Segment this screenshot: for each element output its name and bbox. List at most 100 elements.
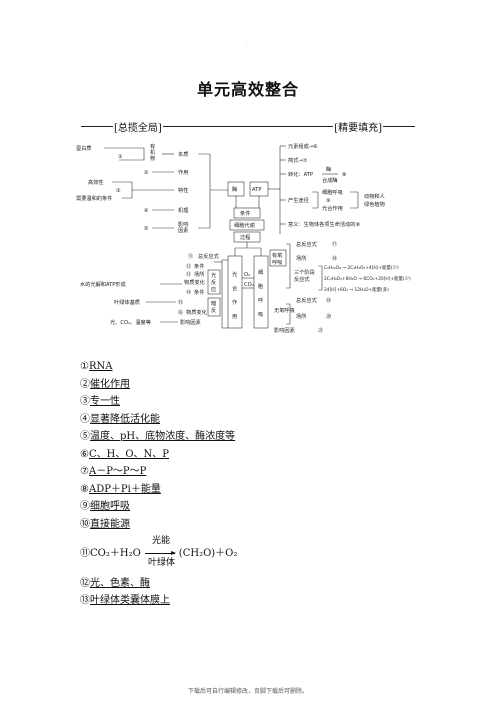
bracket-photo bbox=[221, 259, 228, 329]
label-mei2: 合成酶 bbox=[322, 176, 338, 184]
answer-item: ③专一性 bbox=[80, 393, 460, 411]
answer-num: ⑪ bbox=[80, 548, 90, 559]
equation-right: (CH₂O)＋O₂ bbox=[178, 548, 238, 559]
equation-over-label: 光能 bbox=[152, 536, 171, 546]
equation-left: CO₂＋H₂O bbox=[90, 548, 141, 559]
answer-item: ⑨细胞呼吸 bbox=[80, 498, 460, 516]
label-dongwu: 动物和人 bbox=[364, 192, 385, 200]
bracket-enzyme bbox=[198, 153, 211, 229]
page-footer: 下载后可自行编辑修改，页脚下载后可删除。 bbox=[187, 688, 308, 695]
label-c5: ⑤ bbox=[144, 226, 149, 232]
equation-arrow bbox=[144, 551, 176, 555]
label-o2: O₂ bbox=[244, 272, 250, 278]
label-zong2-resp: 总反应式 bbox=[296, 296, 318, 304]
label-xi: 细 bbox=[258, 268, 263, 276]
label-youyang: 有氧 bbox=[272, 251, 282, 259]
answer-text: 催化作用 bbox=[90, 378, 130, 390]
answer-num: ⑬ bbox=[80, 595, 90, 606]
section-line: [总揽全局] [精要填充] bbox=[80, 119, 416, 134]
bracket-laiyuan bbox=[312, 191, 319, 209]
label-yuansu: 元素组成→⑥ bbox=[288, 142, 318, 150]
label-zong-photo: 总反应式 bbox=[198, 252, 220, 260]
answer-text: 显著降低活化能 bbox=[90, 413, 160, 425]
answer-num: ⑫ bbox=[80, 577, 90, 589]
box-light-reaction bbox=[207, 269, 221, 295]
label-mei1: 酶 bbox=[326, 165, 331, 173]
answer-text: A－P～P～P bbox=[88, 466, 147, 477]
answer-item: ②催化作用 bbox=[80, 376, 460, 394]
label-yingxiang-resp: 影响因素 bbox=[274, 326, 295, 334]
answer-num: ④ bbox=[80, 413, 90, 425]
answer-item: ⑦A－P～P～P bbox=[80, 463, 460, 481]
label-c12: ⑫ bbox=[186, 262, 191, 270]
label-light-ying: 应 bbox=[211, 285, 216, 293]
bracket-texing bbox=[112, 181, 133, 199]
answer-item: ⑤温度、pH、底物浓度、酶浓度等 bbox=[80, 428, 460, 446]
label-c9: ⑨ bbox=[326, 198, 331, 204]
label-xixi: 细胞呼吸 bbox=[322, 188, 344, 196]
label-changsuo2-resp: 场所 bbox=[296, 312, 306, 320]
label-c17: ⑰ bbox=[332, 240, 337, 248]
label-c15: ⑮ bbox=[178, 298, 183, 306]
label-he: 合 bbox=[232, 284, 238, 292]
rule-middle bbox=[162, 126, 334, 127]
label-eq2: 2C₃H₄O₃+6H₂O → 6CO₂+20[H]+能量(少) bbox=[324, 275, 411, 282]
label-atp: ATP bbox=[252, 187, 261, 193]
answer-list: ①RNA ②催化作用 ③专一性 ④显著降低活化能 ⑤温度、pH、底物浓度、酶浓度… bbox=[80, 358, 460, 610]
label-zong-resp: 总反应式 bbox=[296, 240, 318, 248]
section-label-right: [精要填充] bbox=[334, 123, 382, 134]
enzyme-branch: 蛋白质 ① 有 机 物 本质 ② 作用 高效性 ③ 需要温和的条件 特性 ④ 机… bbox=[76, 142, 228, 234]
answer-num: ⑤ bbox=[80, 431, 90, 442]
label-guangCO2: 光、CO₂、温度等 bbox=[110, 318, 151, 326]
answer-num: ⑩ bbox=[80, 518, 90, 530]
label-wuzhi-photo: 物质变化 bbox=[184, 278, 205, 286]
label-yingxiang-left: 影响 bbox=[178, 220, 188, 228]
answer-num: ⑦ bbox=[80, 466, 89, 477]
label-yiyi: 意义：生物体各项生命活动的⑩ bbox=[288, 220, 360, 228]
concept-map-diagram: 蛋白质 ① 有 机 物 本质 ② 作用 高效性 ③ 需要温和的条件 特性 ④ 机… bbox=[76, 142, 411, 334]
label-tiaojian2-photo: 条件 bbox=[194, 288, 204, 296]
respiration-branch: 有氧 呼吸 总反应式 ⑰ 场所 ⑱ 三个阶段 反应式 C₆H₁₂O₆ → 2C₃… bbox=[269, 240, 411, 334]
label-changsuo-photo: 场所 bbox=[194, 270, 204, 278]
label-you: 有 bbox=[150, 142, 155, 150]
photosynthesis-branch: ⑪ 总反应式 光 反 应 ⑫ 条件 ⑬ 场所 物质变化 水的光解和ATP形成 暗… bbox=[80, 252, 228, 329]
center-column: 酶 ATP 条件 细胞代谢 过程 光 合 作 用 O₂ CO₂ 细 胞 呼 吸 bbox=[227, 181, 280, 329]
label-c18: ⑱ bbox=[332, 254, 337, 262]
label-laiyuan: 产生途径 bbox=[288, 196, 309, 204]
answer-text: 直接能源 bbox=[90, 518, 130, 530]
label-xi2: 吸 bbox=[258, 311, 264, 318]
answer-text: C、H、O、N、P bbox=[88, 448, 170, 460]
label-c21: ㉑ bbox=[318, 326, 323, 334]
atp-branch: 元素组成→⑥ 简式→⑦ 转化：ATP 酶 合成酶 ⑧ 产生途径 细胞呼吸 ⑨ 光… bbox=[279, 142, 385, 234]
label-hu: 呼 bbox=[258, 297, 263, 304]
label-tiaojian-photo: 条件 bbox=[194, 262, 204, 270]
box-photosynthesis bbox=[227, 255, 243, 329]
label-bao: 胞 bbox=[258, 282, 263, 290]
label-zuo: 作 bbox=[232, 298, 237, 306]
label-c4: ④ bbox=[144, 208, 149, 214]
label-tiaojian-left: 需要温和的条件 bbox=[76, 194, 112, 202]
label-protein: 蛋白质 bbox=[76, 144, 92, 152]
label-zuoyong: 作用 bbox=[178, 168, 188, 176]
answer-text: 叶绿体类囊体膜上 bbox=[90, 595, 170, 606]
label-eq3: 24[H]+6O₂ → 12H₂O+能量(多) bbox=[324, 286, 389, 293]
answer-equation: 光能 ⑪CO₂＋H₂O(CH₂O)＋O₂ 叶绿体 bbox=[80, 536, 460, 568]
label-huxi: 呼吸 bbox=[272, 259, 283, 266]
label-zhuanhua: 转化：ATP bbox=[288, 170, 313, 178]
answer-item: ⑬叶绿体类囊体膜上 bbox=[80, 592, 460, 610]
bracket-source bbox=[350, 191, 359, 209]
label-changsuo-resp: 场所 bbox=[296, 254, 306, 262]
label-yingxiang-photo: 影响因素 bbox=[180, 318, 201, 326]
box-respiration bbox=[253, 255, 269, 329]
section-label-left: [总揽全局] bbox=[114, 123, 162, 134]
label-c14: ⑭ bbox=[186, 288, 191, 296]
answer-text: 专一性 bbox=[90, 396, 120, 407]
answer-item: ①RNA bbox=[80, 358, 460, 376]
label-yong: 用 bbox=[232, 313, 237, 320]
label-jili: 机理 bbox=[178, 206, 189, 214]
label-c19: ⑲ bbox=[326, 296, 331, 304]
label-daixie: 细胞代谢 bbox=[234, 221, 255, 229]
answer-item: ⑧ADP＋Pi＋能量 bbox=[80, 481, 460, 499]
answer-num: ⑨ bbox=[80, 501, 90, 512]
answer-item: ⑩直接能源 bbox=[80, 516, 460, 534]
